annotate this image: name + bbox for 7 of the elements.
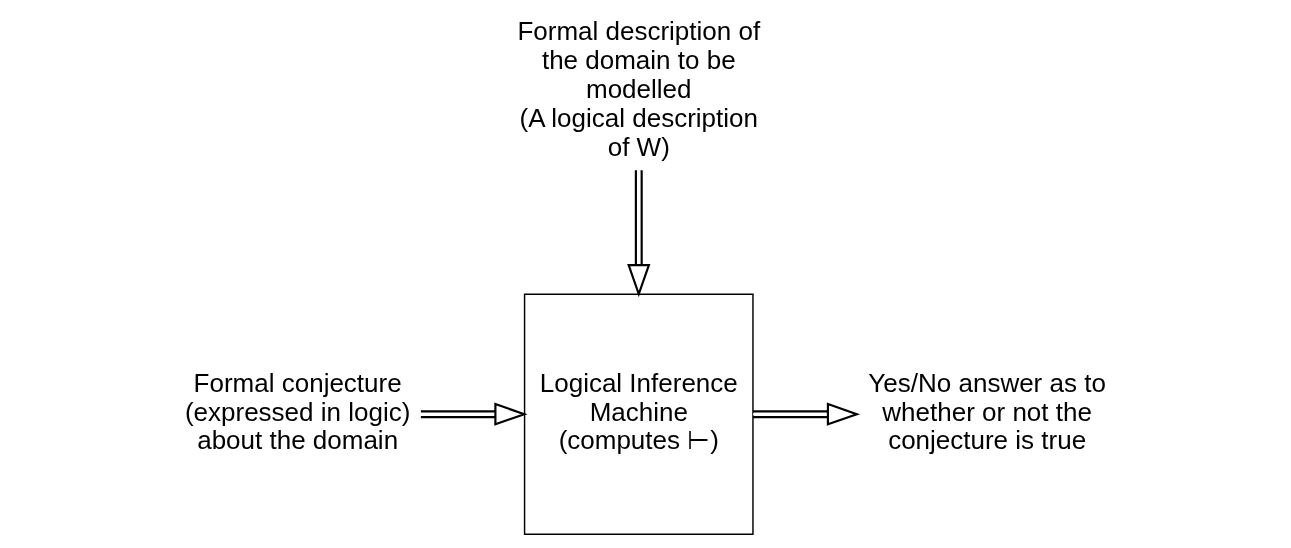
arrow bbox=[752, 402, 860, 426]
arrow bbox=[626, 170, 650, 298]
node-text: Yes/No answer as to whether or not the conjecture is true bbox=[867, 367, 1106, 456]
arrow bbox=[420, 402, 528, 426]
node-box: Logical Inference Machine (computes ⊢) bbox=[523, 293, 754, 535]
node-text: Formal description of the domain to be modelled (A logical description of W) bbox=[516, 16, 760, 163]
node-text: Formal conjecture (expressed in logic) about the domain bbox=[184, 367, 410, 456]
